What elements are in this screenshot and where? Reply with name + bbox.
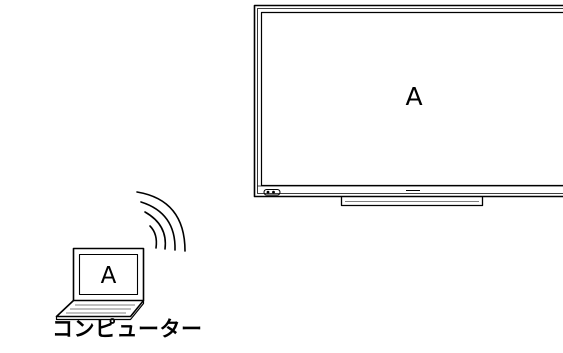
display-inner-frame xyxy=(257,8,563,194)
display-bezel xyxy=(253,4,563,198)
display-screen-text: A xyxy=(405,82,422,111)
power-indicator-icon xyxy=(263,189,281,196)
laptop-caption: コンピューター xyxy=(52,317,203,341)
display-speaker-bar xyxy=(340,196,484,207)
wifi-waves-icon xyxy=(136,191,186,252)
laptop-screen-text: A xyxy=(101,263,117,289)
display-screen xyxy=(260,11,563,187)
laptop-computer xyxy=(55,247,145,321)
laptop-lid xyxy=(72,247,145,302)
laptop-screen xyxy=(78,253,139,296)
display-monitor xyxy=(253,4,563,207)
laptop-base xyxy=(55,299,145,318)
